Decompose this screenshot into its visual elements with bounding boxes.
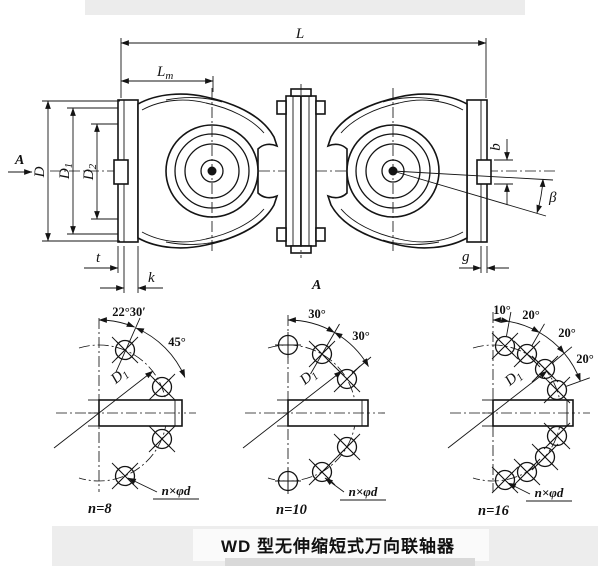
dim-beta: β bbox=[548, 190, 557, 206]
dim-D: D bbox=[32, 166, 48, 178]
angle-label: 10° bbox=[493, 303, 511, 317]
view-marker-A: A bbox=[311, 278, 321, 293]
holes-spec: n×φd bbox=[162, 483, 191, 498]
dim-Lm: Lm bbox=[156, 64, 173, 82]
dim-t: t bbox=[96, 250, 101, 266]
angle-label: 20° bbox=[558, 326, 576, 340]
dim-D1: D1 bbox=[57, 163, 75, 180]
section-arrow-label: A bbox=[14, 153, 24, 168]
holes-spec: n×φd bbox=[349, 484, 378, 499]
bolt-pattern-n10: 30° 30° D1 n×φd n=10 bbox=[242, 307, 386, 518]
beta-angle: β bbox=[392, 170, 557, 217]
bolt-circle-dia: D1 bbox=[107, 365, 132, 390]
angle-label: 45° bbox=[168, 335, 186, 349]
hole-count: n=8 bbox=[88, 501, 112, 517]
dim-k: k bbox=[148, 270, 155, 286]
hole-count: n=16 bbox=[478, 503, 510, 519]
angle-label: 22°30′ bbox=[112, 305, 146, 319]
angle-label: 30° bbox=[308, 307, 326, 321]
bolt-pattern-n8: 22°30′ 45° D1 n×φd n=8 bbox=[53, 305, 199, 517]
main-assembly-view: β L Lm D D1 D2 A b bbox=[8, 26, 558, 293]
figure-caption: WD 型无伸缩短式万向联轴器 bbox=[221, 536, 455, 556]
dim-b: b bbox=[488, 143, 504, 151]
angle-label: 20° bbox=[522, 308, 540, 322]
scan-band-top bbox=[85, 0, 525, 15]
angle-label: 30° bbox=[352, 329, 370, 343]
dim-D2: D2 bbox=[81, 163, 99, 181]
dim-g: g bbox=[462, 249, 470, 265]
bolt-pattern-n16: 10° 20° 20° 20° D1 n×φd n=16 bbox=[447, 303, 594, 519]
bolt-circle-dia: D1 bbox=[296, 366, 321, 391]
angle-label: 20° bbox=[576, 352, 594, 366]
bolt-circle-dia: D1 bbox=[501, 367, 526, 392]
holes-spec: n×φd bbox=[535, 485, 564, 500]
center-flange-joint bbox=[276, 84, 326, 258]
hole-count: n=10 bbox=[276, 502, 307, 518]
dim-L: L bbox=[295, 26, 304, 42]
